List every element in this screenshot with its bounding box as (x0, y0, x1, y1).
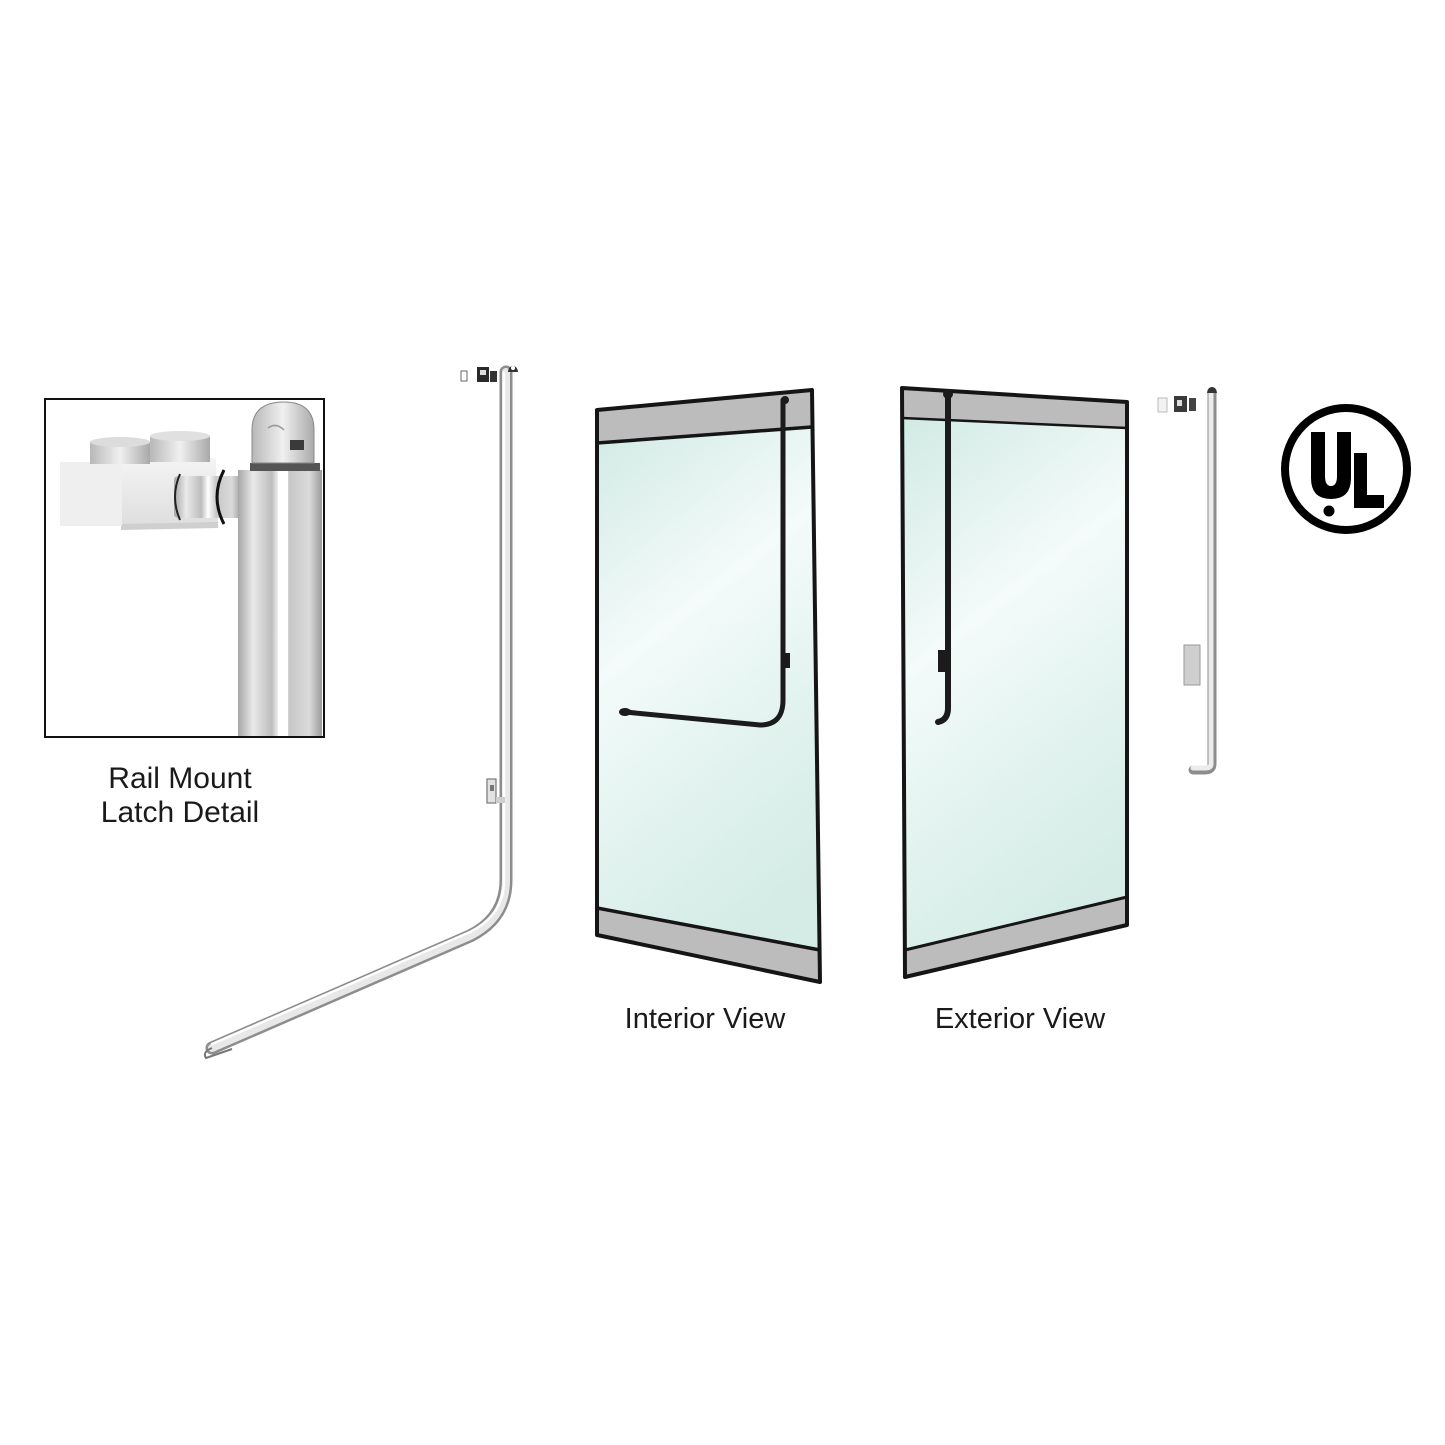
detail-caption: Rail Mount Latch Detail (44, 762, 316, 829)
exterior-pull-handle-icon (935, 389, 953, 725)
detail-caption-line2: Latch Detail (100, 795, 260, 829)
latch-detail-image (60, 401, 322, 736)
exterior-door (900, 386, 1129, 979)
latch-bracket-icon (486, 778, 505, 804)
ul-certification-logo-icon (1281, 404, 1411, 534)
interior-view-label: Interior View (624, 1003, 786, 1035)
panic-rail-large (203, 365, 518, 1060)
latch-detail-inset (44, 398, 325, 738)
detail-caption-line1: Rail Mount (108, 762, 252, 795)
interior-door (595, 388, 822, 984)
top-pivot-hardware-icon (460, 366, 518, 382)
top-pivot-hardware-small-icon (1157, 387, 1217, 413)
exterior-view-label: Exterior View (934, 1003, 1106, 1035)
pull-rail-small (1157, 387, 1217, 775)
interior-push-bar-icon (619, 396, 790, 728)
